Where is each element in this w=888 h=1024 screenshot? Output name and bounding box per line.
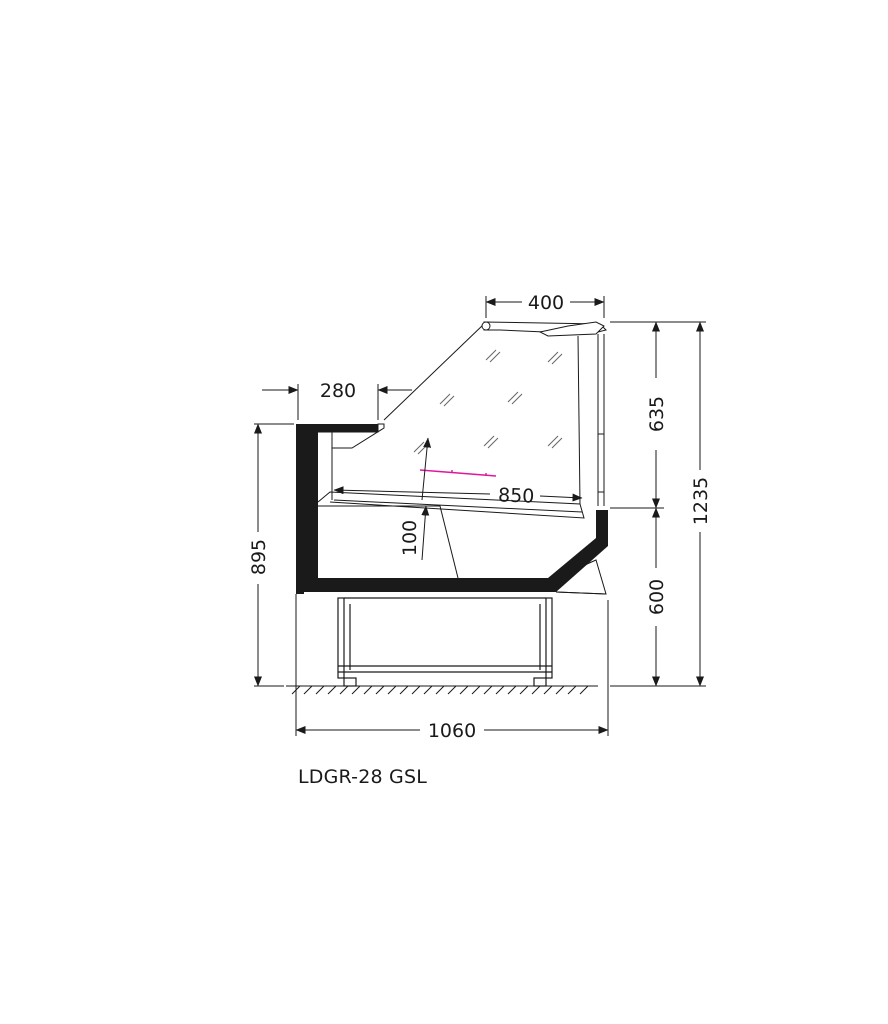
- dim-upper-height: 635: [646, 396, 668, 432]
- dim-depth: 850: [498, 484, 535, 507]
- dim-lower-height: 600: [646, 579, 668, 615]
- base-frame: [337, 597, 553, 687]
- model-name: LDGR-28 GSL: [298, 766, 428, 788]
- cabinet-body: [296, 423, 608, 595]
- dim-total-height: 1235: [690, 477, 712, 525]
- dim-insert: 100: [399, 520, 421, 556]
- floor-line: [286, 685, 598, 695]
- dim-overall-width: 1060: [428, 720, 476, 742]
- glass: [383, 321, 607, 506]
- dim-top-width: 400: [528, 292, 564, 314]
- dim-shelf-width: 280: [320, 380, 356, 402]
- dim-counter-height: 895: [248, 539, 270, 575]
- interior: [317, 448, 585, 579]
- dimension-lines: [254, 296, 706, 736]
